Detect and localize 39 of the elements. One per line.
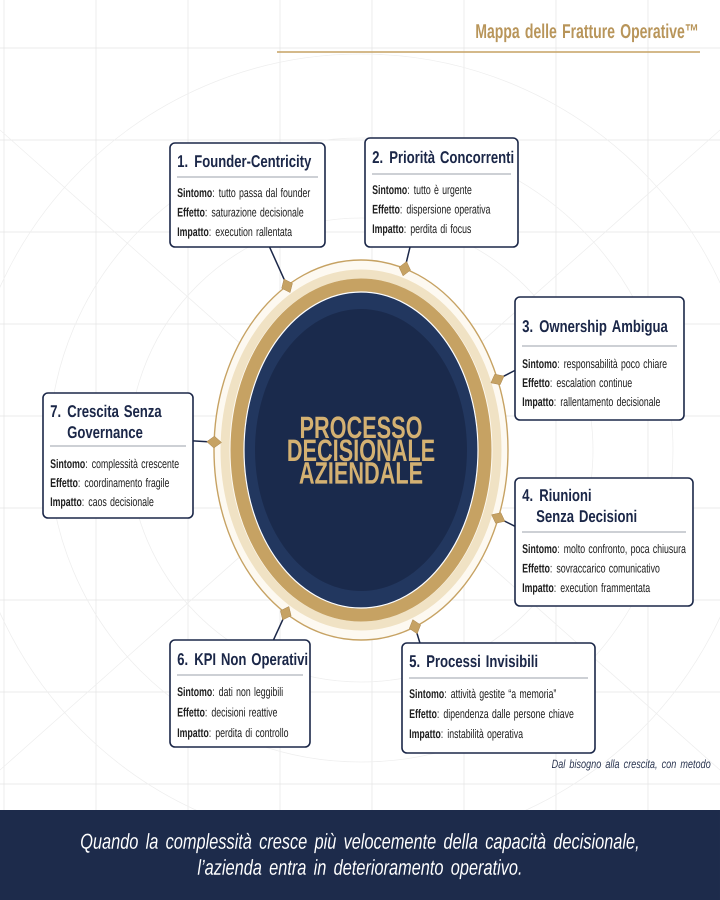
connector-line (268, 246, 293, 293)
body-text: Sintomo: attività gestite “a memoria” (409, 688, 556, 701)
title: Mappa delle Fratture Operative™ (476, 24, 698, 42)
box-title: 4. Riunioni Senza Decisioni (522, 488, 636, 522)
connector-line (192, 436, 222, 448)
body-text: Impatto: instabilità operativa (410, 728, 524, 741)
connector-line (490, 370, 516, 385)
body-text: Sintomo: molto confronto, poca chiusura (522, 544, 686, 556)
box-title: 3. Ownership Ambigua (522, 320, 668, 336)
body-text: Impatto: execution frammentata (522, 582, 650, 595)
box-title: 5. Processi Invisibili (410, 654, 538, 668)
footer-banner: Quando la complessità cresce più velocemente della capacità decisionale, l’azienda entra in deterioramento operativo. (0, 810, 720, 900)
body-text: Impatto: caos decisionale (50, 496, 154, 509)
body-text: Effetto: saturazione decisionale (178, 207, 304, 217)
body-text: Sintomo: complessità crescente (50, 458, 179, 471)
body-text: Effetto: decisioni reattive (178, 707, 278, 717)
body-text: Effetto: coordinamento fragile (50, 478, 170, 490)
tagline: Dal bisogno alla crescita, con metodo (552, 759, 710, 770)
body-text: Sintomo: responsabilità poco chiare (522, 358, 667, 371)
body-text: Impatto: execution rallentata (178, 226, 292, 239)
body-text: Effetto: sovraccarico comunicativo (522, 563, 660, 573)
connector-line (491, 512, 516, 527)
body-text: Impatto: rallentamento decisionale (522, 396, 660, 409)
box-title: 1. Founder-Centricity (178, 154, 312, 171)
body-text: Sintomo: tutto passa dal founder (177, 188, 310, 200)
body-text: Impatto: perdita di focus (372, 224, 472, 236)
body-text: Effetto: escalation continue (522, 378, 632, 388)
connector-line (409, 619, 421, 644)
body-text: Impatto: perdita di controllo (178, 728, 288, 740)
connector-line (398, 246, 411, 276)
box-title: 6. KPI Non Operativi (178, 652, 308, 669)
body-text: Sintomo: tutto è urgente (372, 184, 472, 197)
box-title: 2. Priorità Concorrenti (372, 150, 514, 164)
central-oval: PROCESSO DECISIONALE AZIENDALE (213, 259, 509, 641)
body-text: Effetto: dispersione operativa (372, 204, 490, 216)
box-title: 7. Crescita Senza Governance (50, 404, 162, 438)
body-text: Effetto: dipendenza dalle persone chiave (410, 708, 574, 721)
connector-line (272, 606, 292, 640)
body-text: Sintomo: dati non leggibili (177, 686, 283, 699)
